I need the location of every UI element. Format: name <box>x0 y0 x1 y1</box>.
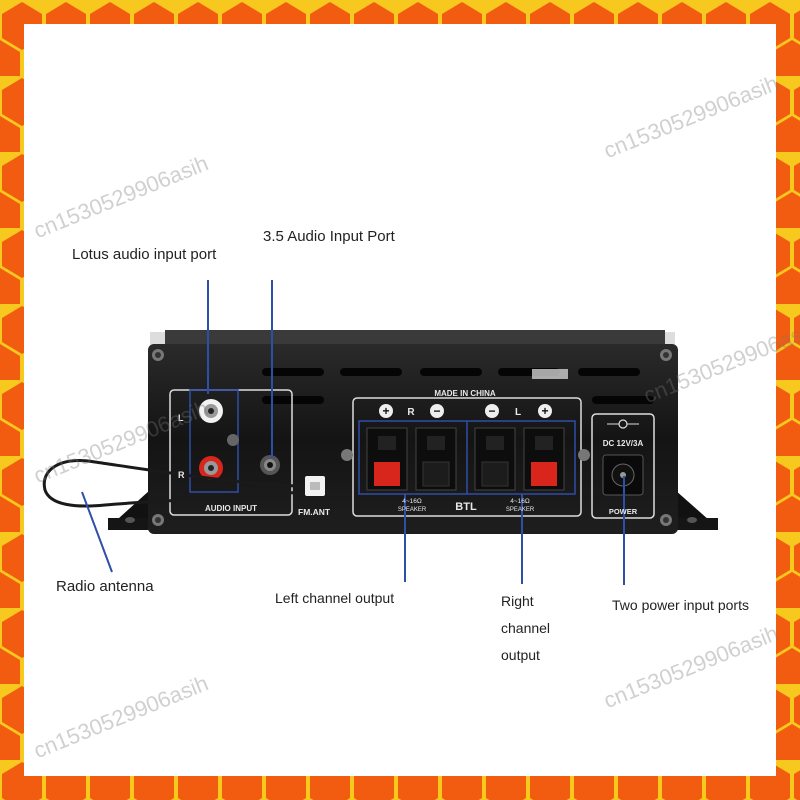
speaker-spec-left: 4~16Ω <box>510 498 530 505</box>
speaker-terminal-l-plus[interactable] <box>523 427 565 491</box>
callout-radio-antenna: Radio antenna <box>56 578 154 595</box>
made-in-label: MADE IN CHINA <box>434 389 496 398</box>
speaker-word-left: SPEAKER <box>506 507 535 513</box>
callout-power-input: Two power input ports <box>612 597 749 613</box>
heatsink-top <box>165 330 665 344</box>
callout-right-line-2: channel <box>501 620 551 636</box>
speaker-terminal-r-plus[interactable] <box>366 427 408 491</box>
callout-right-line-1: Right <box>501 593 534 609</box>
fm-ant-label: FM.ANT <box>298 507 331 517</box>
dc-power-jack[interactable] <box>602 454 644 496</box>
callout-lotus-audio-input: Lotus audio input port <box>72 246 217 263</box>
speaker-output-block <box>341 397 590 517</box>
fm-antenna-connector[interactable] <box>305 476 325 496</box>
antenna-wire <box>42 459 306 508</box>
speaker-terminal-r-minus[interactable] <box>415 427 457 491</box>
channel-r-label: R <box>407 407 415 418</box>
plus-icon: + <box>541 404 548 418</box>
audio-input-label: AUDIO INPUT <box>205 504 257 513</box>
btl-label: BTL <box>455 501 477 513</box>
channel-l-label: L <box>515 407 521 418</box>
rca-jack-right[interactable] <box>199 456 223 480</box>
rca-r-label: R <box>178 470 185 480</box>
plus-icon: + <box>382 404 389 418</box>
callout-left-channel-output: Left channel output <box>275 590 395 606</box>
callout-right-line-3: output <box>501 647 540 663</box>
dc-polarity-icon <box>607 419 639 429</box>
audio-input-block <box>169 389 293 516</box>
minus-icon: − <box>488 404 495 418</box>
power-label: POWER <box>609 507 638 516</box>
rca-jack-left[interactable] <box>199 399 223 423</box>
minus-icon: − <box>433 404 440 418</box>
dc-rating-label: DC 12V/3A <box>603 439 644 448</box>
callout-lines <box>81 280 625 585</box>
audio-jack-3-5mm[interactable] <box>260 455 280 475</box>
speaker-terminal-l-minus[interactable] <box>474 427 516 491</box>
callout-3-5-audio-input: 3.5 Audio Input Port <box>263 228 395 245</box>
callout-right-channel-output: Right channel output <box>501 588 550 669</box>
speaker-word-right: SPEAKER <box>398 507 427 513</box>
rca-l-label: L <box>178 413 184 423</box>
speaker-spec-right: 4~16Ω <box>402 498 422 505</box>
